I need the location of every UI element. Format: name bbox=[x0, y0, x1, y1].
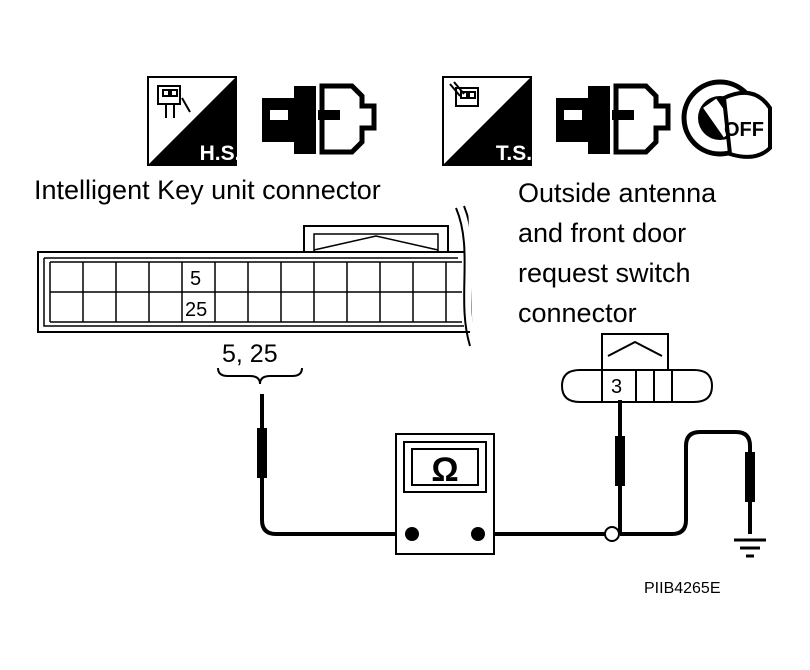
ground-probe-handle bbox=[745, 452, 755, 502]
off-label: OFF bbox=[724, 119, 764, 141]
ground-icon bbox=[734, 538, 766, 558]
antenna-connector-label-line4: connector bbox=[518, 298, 637, 328]
pins-brace bbox=[217, 367, 303, 385]
connector-pair-icon bbox=[556, 83, 671, 155]
left-test-lead bbox=[260, 394, 404, 536]
ohmmeter: Ω bbox=[395, 433, 495, 555]
ground-lead bbox=[620, 430, 752, 536]
meter-terminal-positive bbox=[471, 527, 485, 541]
terminal-probe-icon bbox=[449, 81, 479, 107]
figure-code: PIIB4265E bbox=[644, 580, 721, 597]
meter-terminal-negative bbox=[405, 527, 419, 541]
terminal-side-badge: T.S. bbox=[442, 76, 532, 166]
antenna-connector-label-line1: Outside antenna bbox=[518, 178, 717, 208]
junction-node bbox=[604, 526, 620, 542]
key-unit-connector-label: Intelligent Key unit connector bbox=[34, 175, 381, 205]
pin-25-label: 25 bbox=[185, 299, 207, 321]
right-probe-handle bbox=[615, 436, 625, 486]
connector-pair-icon bbox=[262, 83, 377, 155]
ts-badge-text: T.S. bbox=[496, 142, 532, 165]
connector-probe-icon bbox=[157, 85, 191, 118]
antenna-connector bbox=[560, 333, 714, 403]
pin-3-label: 3 bbox=[611, 376, 622, 398]
key-unit-connector bbox=[37, 205, 479, 347]
pins-5-25-label: 5, 25 bbox=[222, 340, 278, 368]
antenna-connector-label-line3: request switch bbox=[518, 258, 691, 288]
ohm-symbol-icon: Ω bbox=[431, 451, 458, 489]
wiring bbox=[260, 394, 752, 536]
left-probe-handle bbox=[257, 428, 267, 478]
harness-side-badge: H.S. bbox=[147, 76, 241, 166]
pin-5-label: 5 bbox=[190, 268, 201, 290]
antenna-connector-label-line2: and front door bbox=[518, 218, 686, 248]
hs-badge-text: H.S. bbox=[200, 142, 241, 165]
ignition-off-icon: OFF bbox=[681, 79, 772, 159]
connector-terminal-grid bbox=[49, 261, 462, 323]
